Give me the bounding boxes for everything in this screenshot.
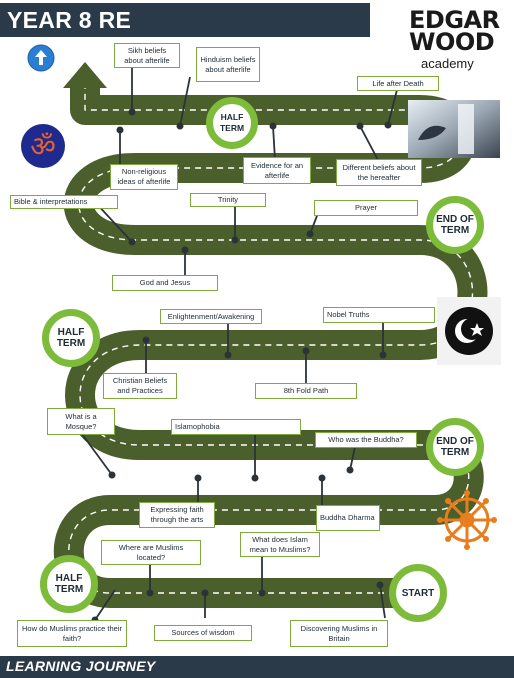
topic-buddha-dharma: Buddha Dharma xyxy=(316,505,380,531)
topic-non-religious: Non-religious ideas of afterlife xyxy=(110,164,178,190)
om-icon: ॐ xyxy=(18,122,68,170)
topic-god-and-jesus: God and Jesus xyxy=(112,275,218,291)
milestone-end-of-term-2: END OF TERM xyxy=(426,418,484,476)
topic-discovering-muslims: Discovering Muslims in Britain xyxy=(290,620,388,647)
header-bar: YEAR 8 RE xyxy=(0,3,370,37)
topic-trinity: Trinity xyxy=(190,193,266,207)
logo-line-1: EDGAR xyxy=(409,6,500,34)
logo-line-3: academy xyxy=(421,56,474,71)
topic-evidence: Evidence for an afterlife xyxy=(243,157,311,184)
up-arrow-icon xyxy=(27,44,55,72)
topic-bible: Bible & interpretations xyxy=(10,195,118,209)
dharma-wheel-icon xyxy=(437,490,497,550)
topic-nobel-truths: Nobel Truths xyxy=(323,307,435,323)
road-arrow-head xyxy=(63,62,107,88)
milestone-end-of-term-1: END OF TERM xyxy=(426,196,484,254)
topic-life-after-death: Life after Death xyxy=(357,76,439,91)
milestone-start: START xyxy=(389,564,447,622)
milestone-half-term-3: HALF TERM xyxy=(40,555,98,613)
topic-how-muslims-practice: How do Muslims practice their faith? xyxy=(17,620,127,647)
topic-islam-meaning: What does Islam mean to Muslims? xyxy=(240,532,320,557)
crescent-star-icon xyxy=(437,297,501,365)
afterlife-image xyxy=(408,100,500,158)
topic-enlightenment: Enlightenment/Awakening xyxy=(160,309,262,324)
milestone-half-term-1: HALF TERM xyxy=(206,97,258,149)
topic-who-was-buddha: Who was the Buddha? xyxy=(315,432,417,448)
topic-expressing-faith: Expressing faith through the arts xyxy=(139,502,215,528)
topic-hinduism: Hinduism beliefs about afterlife xyxy=(196,47,260,82)
footer-title: LEARNING JOURNEY xyxy=(6,658,156,674)
topic-prayer: Prayer xyxy=(314,200,418,216)
topic-sources-of-wisdom: Sources of wisdom xyxy=(154,625,252,641)
footer-bar: LEARNING JOURNEY xyxy=(0,656,514,678)
page-title: YEAR 8 RE xyxy=(7,7,132,33)
topic-sikh: Sikh beliefs about afterlife xyxy=(114,43,180,68)
topic-different-beliefs: Different beliefs about the hereafter xyxy=(336,159,422,186)
milestone-half-term-2: HALF TERM xyxy=(42,309,100,367)
topic-eightfold-path: 8th Fold Path xyxy=(255,383,357,399)
logo-line-2: WOOD xyxy=(409,28,495,56)
topic-christian-beliefs: Christian Beliefs and Practices xyxy=(103,373,177,399)
svg-text:ॐ: ॐ xyxy=(30,130,56,163)
topic-islamophobia: Islamophobia xyxy=(171,419,301,435)
topic-what-is-mosque: What is a Mosque? xyxy=(47,408,115,435)
topic-where-muslims: Where are Muslims located? xyxy=(101,540,201,565)
